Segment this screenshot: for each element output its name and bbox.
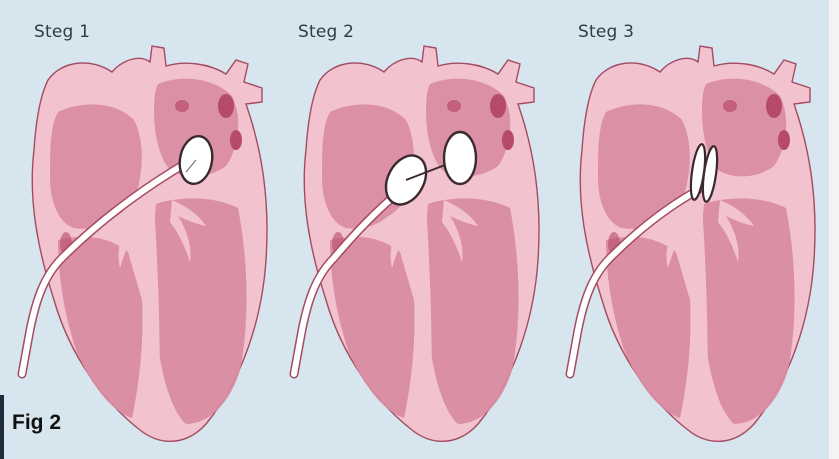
heart-illustration — [580, 46, 815, 441]
heart-diagram — [272, 0, 552, 459]
right-ventricle — [58, 237, 143, 418]
occluder-left-disc — [444, 132, 476, 184]
step-panel-2: Steg 2 — [272, 0, 552, 459]
step-panel-1: Steg 1 — [0, 0, 280, 459]
divider-right — [829, 0, 839, 459]
heart-diagram — [0, 0, 280, 459]
right-ventricle — [606, 237, 691, 418]
vessel-opening — [723, 100, 737, 112]
heart-illustration — [304, 46, 539, 441]
vessel-opening — [175, 100, 189, 112]
pulmonary-vein-opening — [490, 94, 506, 118]
pulmonary-vein-opening — [230, 130, 242, 150]
vessel-opening — [447, 100, 461, 112]
figure-label: Fig 2 — [12, 411, 61, 435]
pulmonary-vein-opening — [778, 130, 790, 150]
pulmonary-vein-opening — [218, 94, 234, 118]
heart-illustration — [32, 46, 267, 441]
pulmonary-vein-opening — [766, 94, 782, 118]
divider-left — [0, 395, 4, 459]
right-ventricle — [330, 237, 415, 418]
heart-diagram — [548, 0, 828, 459]
step-panel-3: Steg 3 — [548, 0, 828, 459]
pulmonary-vein-opening — [502, 130, 514, 150]
